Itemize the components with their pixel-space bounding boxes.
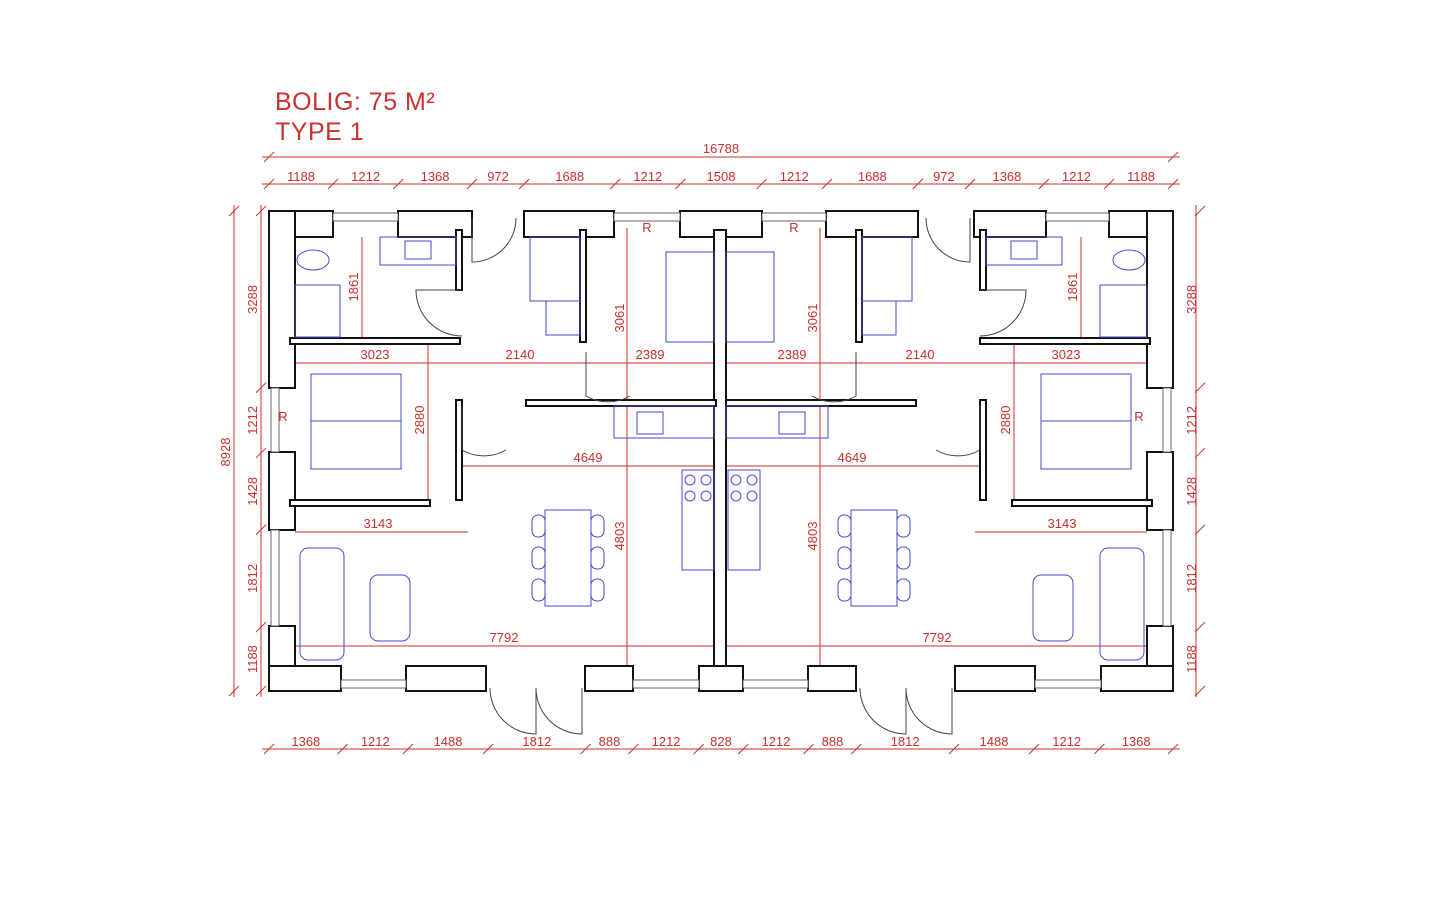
bottom-dimension-label: 1488 [980, 734, 1009, 749]
bedroom-depth-right: 2880 [998, 406, 1013, 435]
furniture [294, 236, 1148, 661]
left-dimension-label: 1212 [245, 406, 260, 435]
windows [270, 212, 1172, 689]
doors [415, 217, 1027, 735]
radiator-label: R [278, 409, 287, 424]
bottom-dimension-label: 1812 [522, 734, 551, 749]
room-depth-right: 3061 [805, 304, 820, 333]
hall-width-left: 2140 [506, 347, 535, 362]
top-dimension-label: 1188 [1127, 169, 1155, 184]
bedroom-depth-left: 2880 [412, 406, 427, 435]
room-width-right: 2389 [778, 347, 807, 362]
bottom-dimension-label: 1212 [361, 734, 390, 749]
living-left-right: 3143 [1048, 516, 1077, 531]
dimension-labels: 16788 8928 1861 1861 3023 2140 2389 2389… [218, 141, 1199, 749]
bedroom-width-left: 3023 [361, 347, 390, 362]
bottom-dimension-label: 888 [599, 734, 621, 749]
living-depth-right: 4803 [805, 522, 820, 551]
living-width-upper-left: 4649 [574, 450, 603, 465]
right-dimension-label: 1428 [1184, 477, 1199, 506]
bottom-dimension-label: 828 [710, 734, 732, 749]
top-dimension-label: 1212 [1062, 169, 1091, 184]
bedroom-width-right: 3023 [1052, 347, 1081, 362]
bottom-dimension-label: 888 [822, 734, 844, 749]
living-width-upper-right: 4649 [838, 450, 867, 465]
top-dimension-label: 1688 [555, 169, 584, 184]
room-depth-left: 3061 [612, 304, 627, 333]
radiator-label: R [789, 220, 798, 235]
top-dimension-label: 1212 [633, 169, 662, 184]
top-dimension-label: 1688 [858, 169, 887, 184]
bath-height-right: 1861 [1065, 273, 1080, 302]
hall-width-right: 2140 [906, 347, 935, 362]
walls [268, 210, 1174, 692]
living-width-left: 7792 [490, 630, 519, 645]
top-dimension-label: 1212 [351, 169, 380, 184]
top-dimension-label: 1368 [421, 169, 450, 184]
radiator-label: R [642, 220, 651, 235]
top-dimension-label: 1368 [992, 169, 1021, 184]
top-dimension-label: 972 [487, 169, 509, 184]
bath-height-left: 1861 [346, 273, 361, 302]
right-dimension-label: 1812 [1184, 564, 1199, 593]
left-dimension-label: 1812 [245, 564, 260, 593]
bottom-dimension-label: 1812 [891, 734, 920, 749]
living-left-left: 3143 [364, 516, 393, 531]
right-dimension-label: 1212 [1184, 406, 1199, 435]
bottom-dimension-label: 1368 [291, 734, 320, 749]
plan-subtitle: TYPE 1 [275, 118, 365, 146]
plan-title: BOLIG: 75 M² [275, 88, 436, 116]
radiator-label: R [1134, 409, 1143, 424]
living-width-right: 7792 [923, 630, 952, 645]
overall-depth-label: 8928 [218, 438, 233, 467]
bottom-dimension-label: 1212 [761, 734, 790, 749]
left-dimension-label: 1428 [245, 477, 260, 506]
right-dimension-label: 3288 [1184, 285, 1199, 314]
top-dimension-label: 972 [933, 169, 955, 184]
bottom-dimension-label: 1488 [434, 734, 463, 749]
overall-width-label: 16788 [703, 141, 739, 156]
left-dimension-label: 1188 [245, 645, 260, 673]
right-dimension-label: 1188 [1184, 645, 1199, 673]
bottom-dimension-label: 1212 [1052, 734, 1081, 749]
room-width-left: 2389 [636, 347, 665, 362]
top-dimension-label: 1508 [707, 169, 736, 184]
left-dimension-label: 3288 [245, 285, 260, 314]
top-dimension-label: 1188 [287, 169, 315, 184]
living-depth-left: 4803 [612, 522, 627, 551]
top-dimension-label: 1212 [780, 169, 809, 184]
bottom-dimension-label: 1368 [1122, 734, 1151, 749]
bottom-dimension-label: 1212 [652, 734, 681, 749]
